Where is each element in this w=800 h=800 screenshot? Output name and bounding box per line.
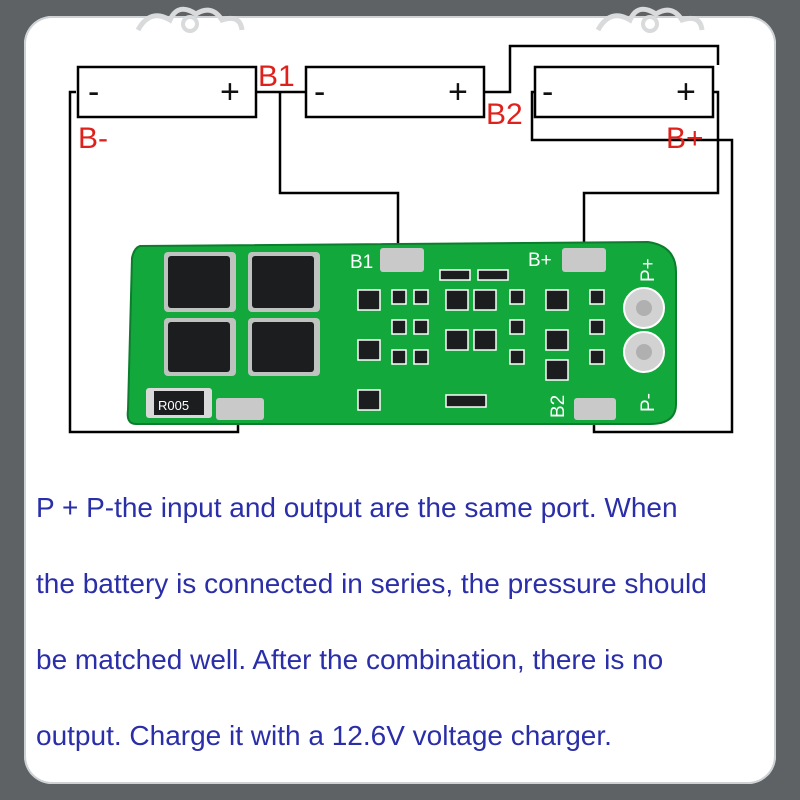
wire-b-minus xyxy=(68,90,240,434)
description-line-3: be matched well. After the combination, … xyxy=(36,644,664,675)
bms-pcb-board: R005 B1 B+ B2 P+ P- xyxy=(126,240,677,425)
label-b2: B2 xyxy=(486,98,523,131)
silk-b2: B2 xyxy=(548,395,569,418)
description-line-1: P + P-the input and output are the same … xyxy=(36,492,678,523)
wire-b1-tap xyxy=(278,92,400,248)
silk-b1: B1 xyxy=(350,252,373,273)
cell-1-positive: + xyxy=(220,73,240,111)
wiring-diagram: - + - + - + B- B1 B2 B+ xyxy=(68,44,734,434)
description-line-2: the battery is connected in series, the … xyxy=(36,568,707,599)
mosfet-group xyxy=(164,252,320,376)
cell-3-positive: + xyxy=(676,73,696,111)
wire-b2-pad xyxy=(530,110,734,434)
silk-p-minus: P- xyxy=(638,393,659,412)
wires xyxy=(68,44,734,434)
description-line-4: output. Charge it with a 12.6V voltage c… xyxy=(36,720,612,751)
pad-b-plus xyxy=(562,248,606,272)
wire-b2-link xyxy=(485,44,720,94)
pad-b2 xyxy=(574,398,616,420)
label-b-plus: B+ xyxy=(666,122,704,155)
smd-components xyxy=(357,269,605,411)
cloud-ornament-right-icon xyxy=(595,6,705,33)
label-b1: B1 xyxy=(258,60,295,93)
description-text: P + P-the input and output are the same … xyxy=(36,478,781,782)
silk-p-plus: P+ xyxy=(638,258,659,282)
cell-3-negative: - xyxy=(542,73,553,111)
label-b-minus: B- xyxy=(78,122,108,155)
resistor-code: R005 xyxy=(158,398,189,413)
cell-1-negative: - xyxy=(88,73,99,111)
silk-b-plus: B+ xyxy=(528,250,552,271)
wire-b-plus xyxy=(582,90,720,248)
pad-b-minus xyxy=(216,398,264,420)
cell-2-negative: - xyxy=(314,73,325,111)
sense-resistor: R005 xyxy=(146,388,212,418)
battery-cell-2: - + xyxy=(304,65,486,119)
cell-2-positive: + xyxy=(448,73,468,111)
battery-cell-3: - + xyxy=(533,65,715,119)
pad-b1 xyxy=(380,248,424,272)
cloud-ornament-left-icon xyxy=(135,6,245,33)
battery-cell-1: - + xyxy=(76,65,258,119)
